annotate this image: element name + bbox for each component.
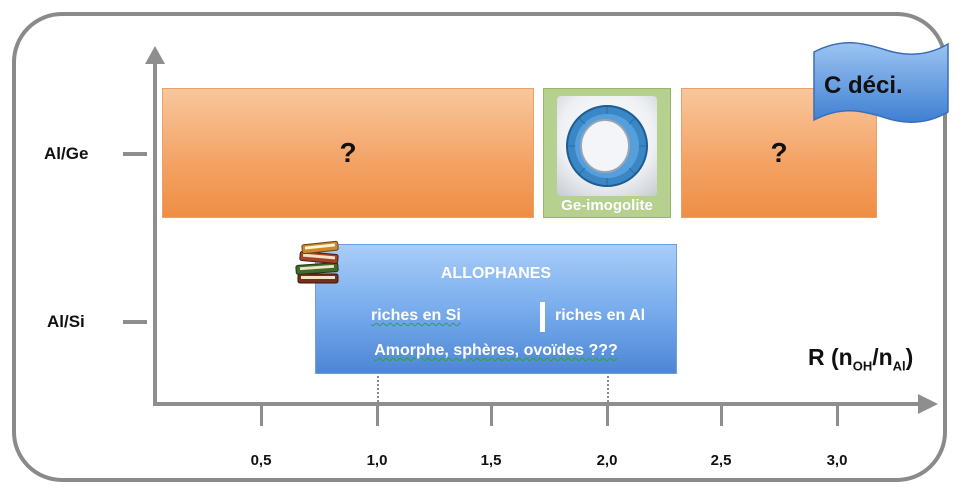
ge-imogolite-box: Ge-imogolite [543,88,671,218]
x-tick [490,404,493,426]
x-tick-label: 1,5 [480,452,502,469]
x-axis [153,402,921,406]
imogolite-tile [557,96,657,196]
riches-si-text: riches en Si [371,307,461,324]
amorphe-text: Amorphe, sphères, ovoïdes ??? [374,342,618,359]
allophanes-box: ALLOPHANES riches en Si riches en Al Amo… [315,244,677,374]
y-axis-arrow [145,46,165,64]
x-axis-title: R (nOH/nAl) [808,344,913,374]
allophanes-title: ALLOPHANES [440,265,552,282]
y-tick-al-ge [123,152,147,156]
flag-banner-icon [813,42,949,123]
x-tick [376,404,379,426]
x-axis-title-main: R (n [808,344,853,370]
flag-label: C déci. [824,72,903,99]
y-label-al-si: Al/Si [47,312,85,331]
al-ge-unknown-right-box: ? [681,88,877,218]
x-tick-label: 1,0 [366,452,388,469]
allophanes-separator [540,302,545,332]
x-axis-title-end: ) [905,344,914,370]
x-axis-title-sub-al: Al [892,358,906,374]
x-tick-label: 3,0 [826,452,848,469]
al-ge-unknown-left-box: ? [162,88,534,218]
x-axis-title-mid: /n [872,344,893,370]
x-tick-label: 0,5 [250,452,272,469]
x-tick [606,404,609,426]
x-tick [720,404,723,426]
y-label-al-ge: Al/Ge [44,144,89,163]
guide-line-2 [607,376,609,402]
x-tick [836,404,839,426]
y-tick-al-si [123,320,147,324]
books-icon [295,240,339,284]
allophanes-description: Amorphe, sphères, ovoïdes ??? [316,342,676,360]
allophanes-si-rich: riches en Si [371,307,461,325]
x-tick [260,404,263,426]
x-tick-label: 2,5 [710,452,732,469]
unknown-left-mark: ? [339,137,357,168]
x-axis-title-sub-oh: OH [852,358,873,374]
x-tick-label: 2,0 [596,452,618,469]
allophanes-al-rich: riches en Al [555,307,646,324]
unknown-right-mark: ? [770,137,788,168]
imogolite-tube-icon [566,105,648,187]
ge-imogolite-label: Ge-imogolite [561,197,653,214]
x-axis-arrow [918,394,938,414]
y-axis [153,60,157,404]
guide-line-1 [377,376,379,402]
